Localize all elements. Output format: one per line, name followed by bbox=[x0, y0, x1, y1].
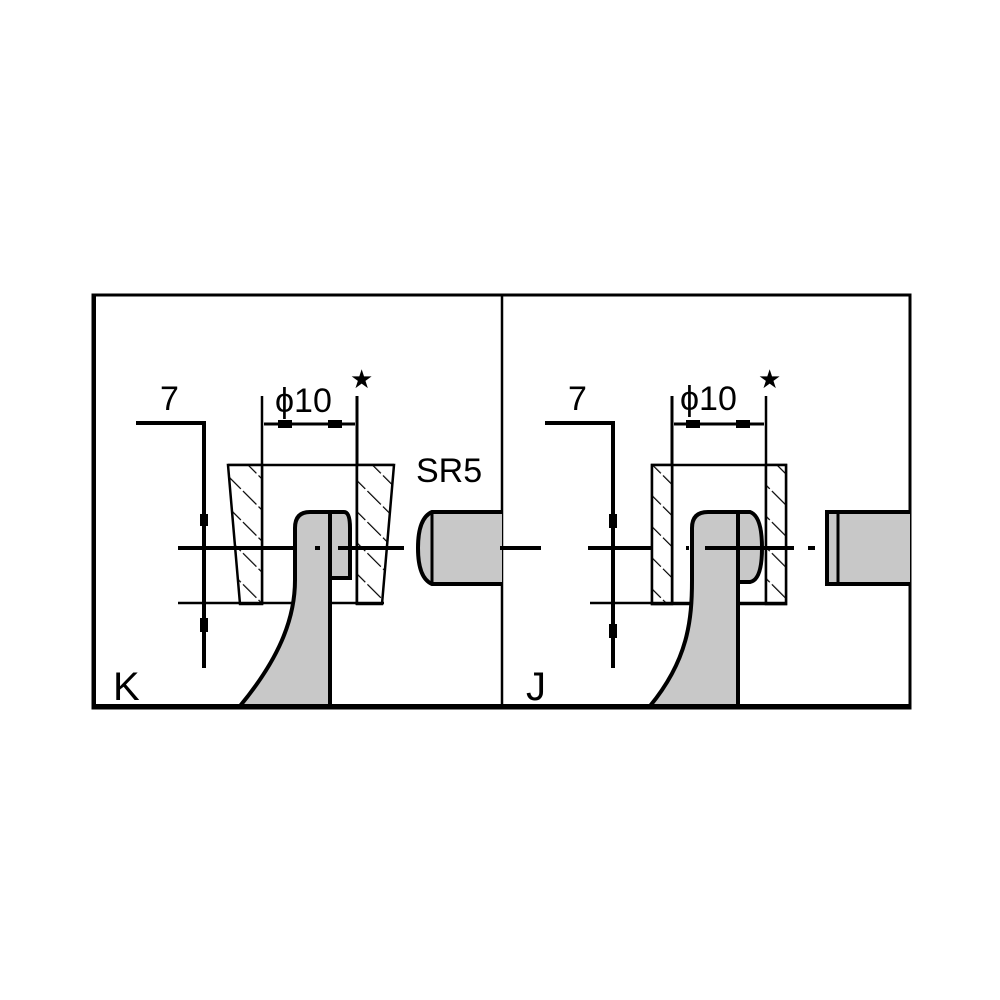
anvil-spindle bbox=[235, 510, 352, 708]
offset-label: 7 bbox=[160, 380, 179, 418]
offset-dimension: 7 bbox=[545, 380, 617, 668]
diameter-label: ϕ10 bbox=[680, 380, 737, 418]
tapered-holder bbox=[178, 463, 396, 606]
panel-letter-k: K bbox=[113, 665, 140, 709]
flat-anvil bbox=[825, 510, 910, 586]
panel-j: 7 ϕ10 ★ bbox=[500, 365, 910, 709]
spherical-anvil: SR5 bbox=[415, 452, 502, 586]
star-marker-icon: ★ bbox=[758, 365, 781, 395]
diagram-frame bbox=[91, 293, 912, 710]
star-marker-icon: ★ bbox=[350, 365, 373, 395]
offset-label: 7 bbox=[568, 380, 587, 418]
diameter-label: ϕ10 bbox=[275, 382, 332, 420]
panel-k: 7 ϕ10 ★ bbox=[113, 365, 541, 709]
offset-dimension: 7 bbox=[136, 380, 208, 668]
panel-letter-j: J bbox=[526, 665, 546, 709]
sphere-radius-label: SR5 bbox=[416, 452, 482, 490]
